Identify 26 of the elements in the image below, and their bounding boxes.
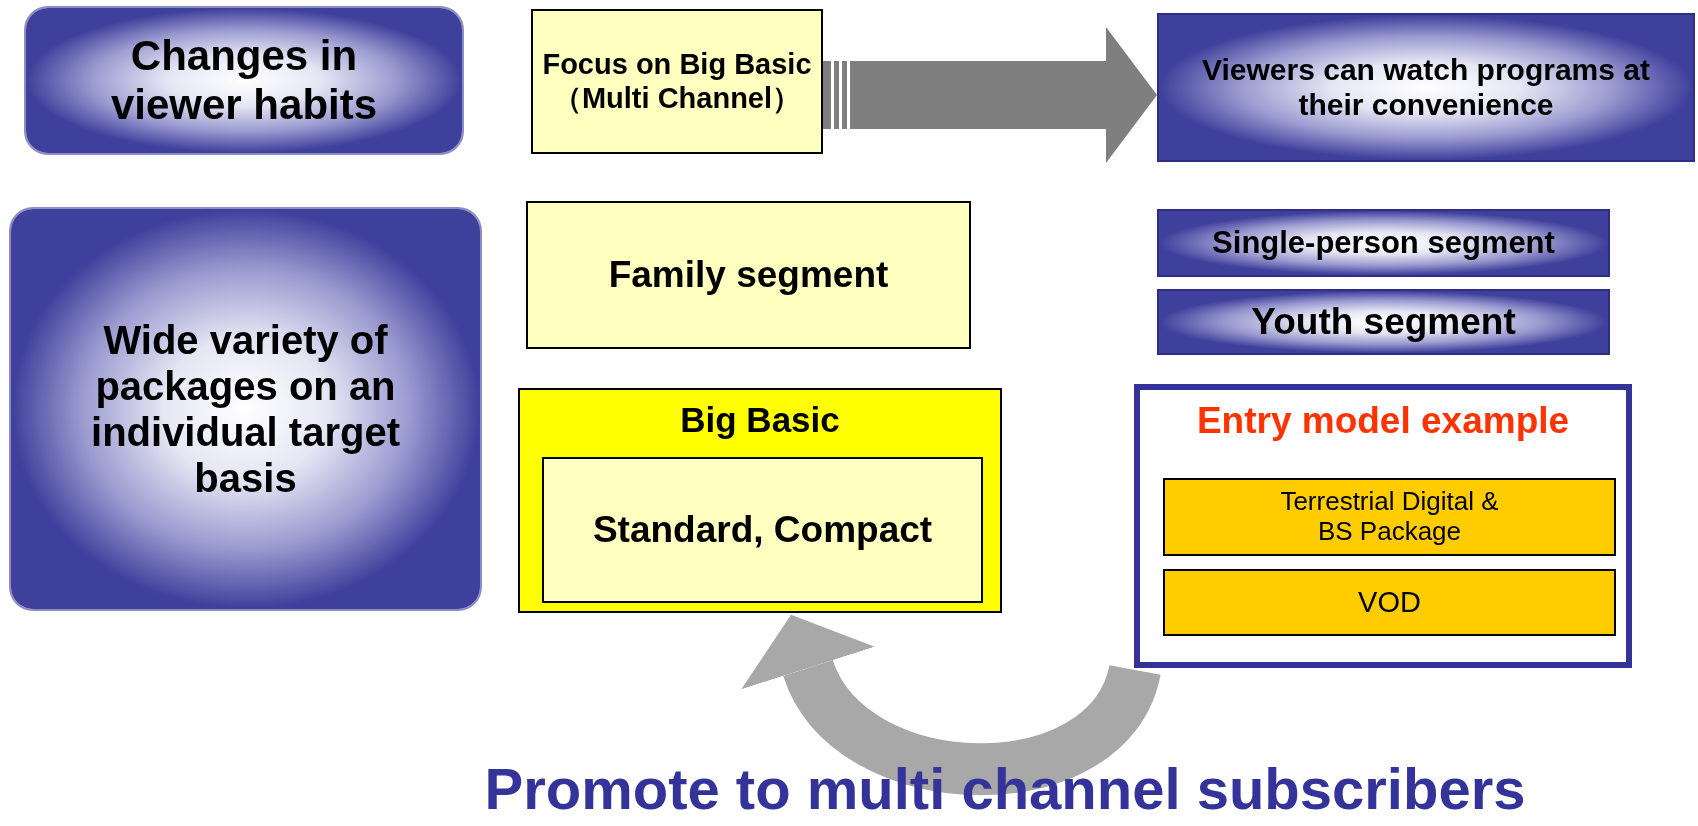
process-box (1157, 13, 1695, 162)
group-heading: Big Basic (680, 400, 840, 441)
box-label: Changes in viewer habits (109, 32, 379, 129)
package-box (1163, 478, 1616, 556)
box-label: Focus on Big Basic （Multi Channel） (541, 48, 813, 115)
process-box (526, 201, 971, 349)
slogan-text: Promote to multi channel subscribers (483, 760, 1527, 818)
box-label: Wide variety of packages on an individual target basis (90, 317, 401, 501)
box-label: VOD (1358, 585, 1421, 620)
box-label: Youth segment (1251, 300, 1516, 344)
box-label: Single-person segment (1212, 225, 1555, 261)
rounded-box (26, 8, 462, 153)
box-label: Standard, Compact (592, 508, 933, 552)
box-label: Family segment (608, 253, 889, 297)
process-box (1157, 209, 1610, 277)
process-box (531, 9, 823, 154)
rounded-box (11, 209, 480, 609)
box-label: Terrestrial Digital & BS Package (1279, 487, 1500, 547)
process-box (1157, 289, 1610, 355)
box-label: Viewers can watch programs at their convenience (1201, 53, 1651, 122)
arrow (823, 27, 1157, 163)
group-box (1134, 384, 1632, 668)
package-box (1163, 569, 1616, 636)
group-box (518, 388, 1002, 613)
process-box (542, 457, 983, 603)
group-heading: Entry model example (1196, 400, 1570, 443)
